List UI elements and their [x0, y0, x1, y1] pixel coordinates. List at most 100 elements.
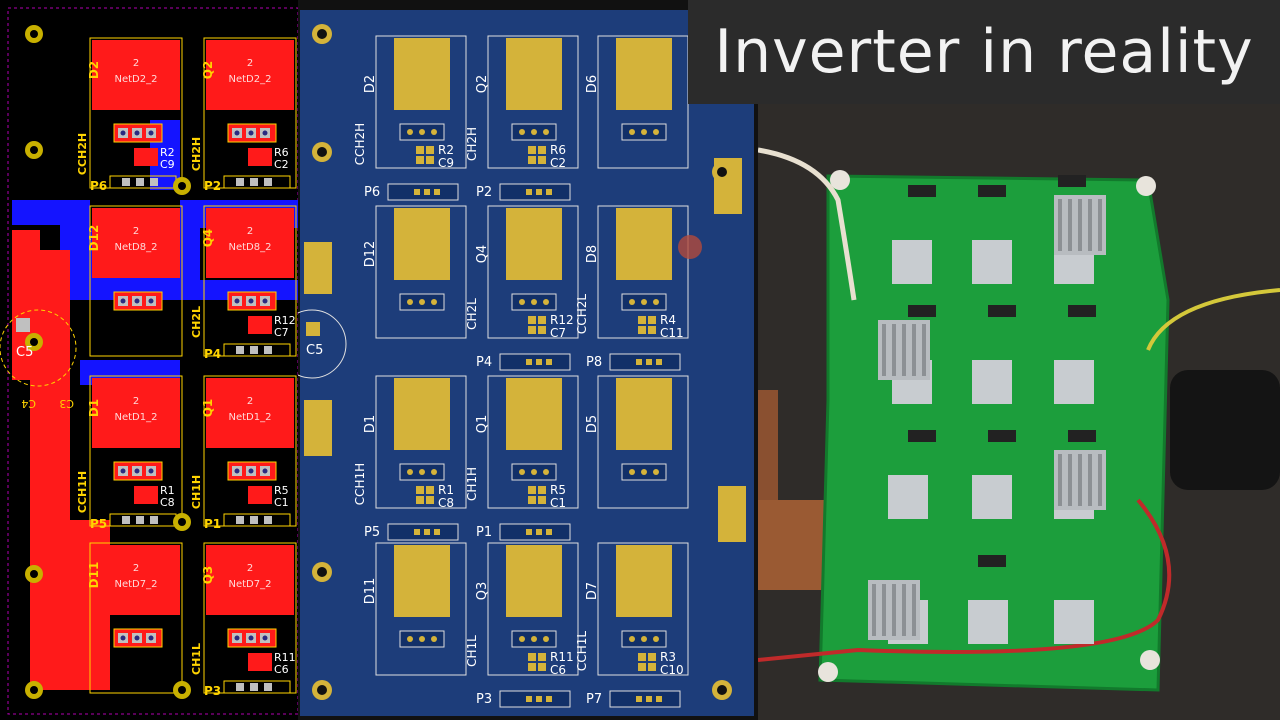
- c-label: C9: [160, 158, 175, 171]
- mount-hole-drill: [317, 685, 327, 695]
- p-connector: [223, 343, 291, 357]
- footprint-pin: [629, 299, 635, 305]
- drill: [248, 130, 254, 136]
- p-pin: [636, 359, 642, 365]
- footprint-pin: [531, 129, 537, 135]
- net-label: NetD2_2: [229, 74, 272, 85]
- r-pad: [416, 486, 424, 494]
- header: [1068, 305, 1096, 317]
- p-pin: [236, 346, 244, 354]
- p-pin: [414, 189, 420, 195]
- pad-q2: [506, 38, 562, 110]
- inverter-photo-canvas: [758, 0, 1280, 720]
- cch-label: CCH1L: [575, 631, 589, 671]
- p-pin: [136, 178, 144, 186]
- cch-label: CH1L: [465, 635, 479, 667]
- c-label: C9: [438, 156, 454, 170]
- drill: [134, 635, 140, 641]
- net-label: NetD1_2: [229, 412, 272, 423]
- cell-outline: [487, 375, 579, 509]
- pad-d1: [394, 378, 450, 450]
- mount-hole-drill: [30, 30, 38, 38]
- cch-label: CH2L: [190, 306, 203, 338]
- r-label: R12: [274, 314, 296, 327]
- footprint-pin: [407, 636, 413, 642]
- drill: [234, 468, 240, 474]
- pin-label: 2: [247, 58, 253, 69]
- part-label: D7: [585, 582, 600, 600]
- c-pad: [538, 663, 546, 671]
- rc-pads: [248, 653, 272, 671]
- c-label: C6: [550, 663, 566, 677]
- net-label: NetD8_2: [229, 242, 272, 253]
- p-pin: [526, 189, 532, 195]
- p-pin: [434, 189, 440, 195]
- p-pin: [250, 346, 258, 354]
- footprint-pin: [431, 636, 437, 642]
- drill: [148, 635, 154, 641]
- heatsink-fin: [912, 324, 916, 376]
- pad-q4: [206, 208, 294, 278]
- pad-q3: [206, 545, 294, 615]
- p-pin: [236, 178, 244, 186]
- aluminium-pad: [972, 360, 1012, 404]
- c5-outline: [298, 309, 347, 379]
- heatsink-fin: [882, 584, 886, 636]
- part-label: Q1: [201, 399, 215, 418]
- cch-label: CH2H: [465, 127, 479, 161]
- footprint-pin: [641, 299, 647, 305]
- c5-pad: [306, 322, 320, 336]
- net-label: NetD1_2: [115, 412, 158, 423]
- drill: [134, 468, 140, 474]
- p-pin: [536, 696, 542, 702]
- p-connector: [223, 175, 291, 189]
- footprint-pin: [519, 299, 525, 305]
- silk-outline: [89, 205, 183, 357]
- p-pin: [526, 696, 532, 702]
- heatsink-fin: [1068, 199, 1072, 251]
- mount-hole-drill: [717, 685, 727, 695]
- p-pin: [264, 178, 272, 186]
- footprint-pin: [419, 469, 425, 475]
- heatsink-fin: [1098, 454, 1102, 506]
- part-label: Q3: [475, 582, 490, 601]
- cch-label: CCH2H: [353, 123, 367, 165]
- white-wire: [758, 147, 857, 301]
- p-pin: [536, 359, 542, 365]
- p-label: P8: [586, 355, 602, 370]
- heatsink-fin: [902, 584, 906, 636]
- c-label: C2: [274, 158, 289, 171]
- p-pin: [122, 178, 130, 186]
- c5-pad: [16, 318, 30, 332]
- r-pad: [528, 653, 536, 661]
- p-label: P2: [476, 185, 492, 200]
- part-label: D11: [87, 562, 101, 589]
- heatsink-fin: [1058, 454, 1062, 506]
- mount-hole-drill: [30, 686, 38, 694]
- header: [908, 430, 936, 442]
- part-label: Q4: [475, 245, 490, 264]
- mount-hole-drill: [317, 147, 327, 157]
- net-label: NetD8_2: [115, 242, 158, 253]
- standoff: [1140, 650, 1160, 670]
- pin-label: 2: [247, 226, 253, 237]
- p-label: P2: [204, 179, 221, 193]
- footprint-pin: [407, 129, 413, 135]
- pcb-layout-canvas: 2NetD2_2D2R2C9P6CCH2H2NetD2_2Q2R6C2P2CH2…: [0, 0, 298, 720]
- cell-outline: [375, 35, 467, 169]
- c5-label: C5: [16, 345, 33, 360]
- cell-outline: [597, 205, 689, 339]
- drill: [148, 468, 154, 474]
- p-pin: [236, 516, 244, 524]
- c-label: C1: [550, 496, 566, 510]
- part-label: Q3: [201, 566, 215, 585]
- c-label: C7: [274, 326, 289, 339]
- heatsink-fin: [1098, 199, 1102, 251]
- p-connector: [387, 183, 459, 201]
- drill: [262, 635, 268, 641]
- r-label: R5: [274, 484, 289, 497]
- pad-d8: [616, 208, 672, 280]
- pad-d11: [394, 545, 450, 617]
- header: [988, 305, 1016, 317]
